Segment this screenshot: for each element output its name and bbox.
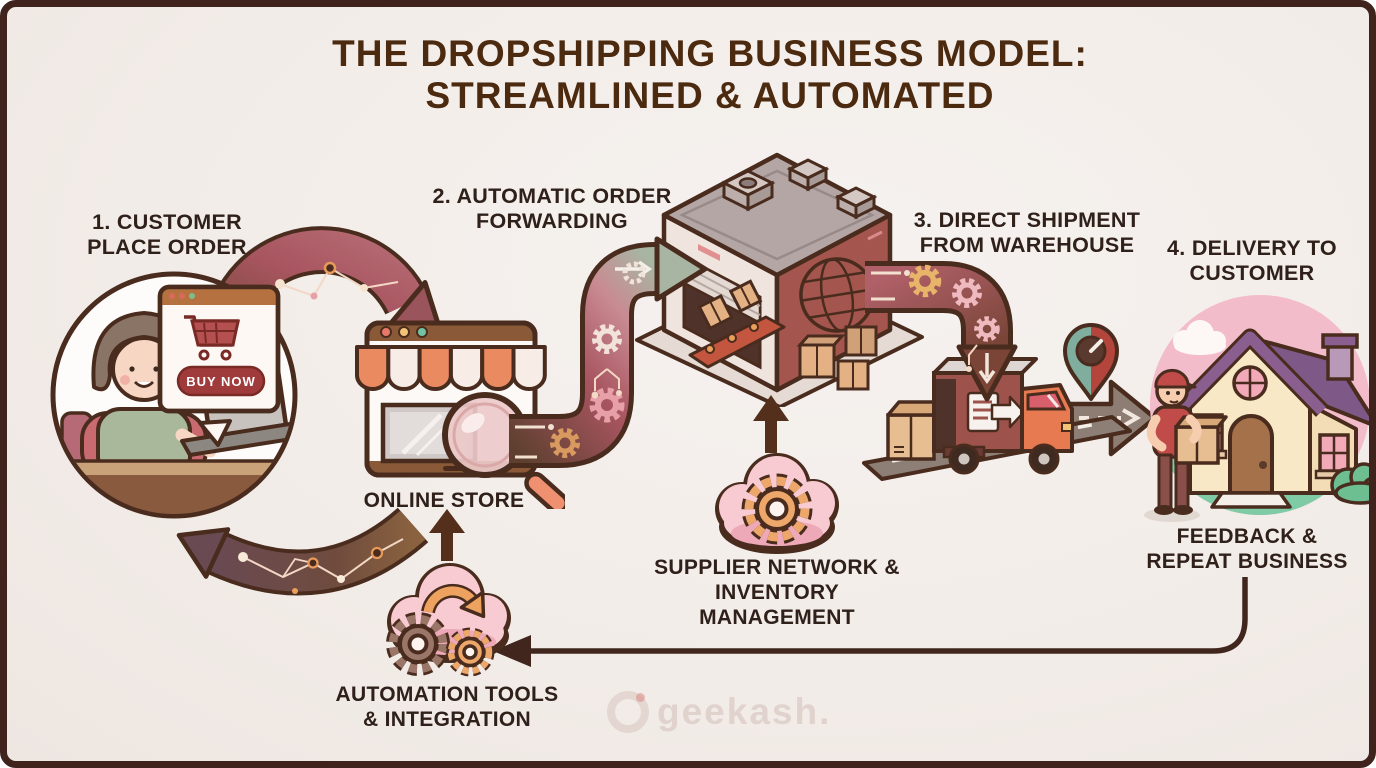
- gear-icon: [741, 473, 813, 545]
- step-3-label: 3. DIRECT SHIPMENT FROM WAREHOUSE: [913, 208, 1141, 257]
- conveyor-belt: [688, 279, 786, 369]
- arrow-supplier-to-warehouse: [753, 395, 789, 453]
- door: [1228, 414, 1274, 495]
- step-1-label: 1. CUSTOMER PLACE ORDER: [87, 210, 247, 259]
- arrow-store-to-warehouse: [509, 236, 708, 468]
- buy-now-button: BUY NOW: [176, 365, 266, 397]
- gear-icon: [622, 261, 646, 285]
- automation-label: AUTOMATION TOOLS & INTEGRATION: [335, 683, 559, 731]
- page-title-line1: THE DROPSHIPPING BUSINESS MODEL:: [332, 33, 1088, 74]
- carried-box: [1174, 415, 1228, 465]
- arrow-automation-to-store: [429, 509, 465, 561]
- buy-now-label: BUY NOW: [186, 374, 256, 389]
- magnifier-icon: [442, 392, 565, 509]
- shopping-cart-icon: [184, 315, 240, 361]
- supplier-label: SUPPLIER NETWORK & INVENTORY MANAGEMENT: [654, 556, 900, 629]
- gear-icon: [550, 428, 580, 458]
- browser-popup: BUY NOW: [157, 284, 281, 447]
- location-pin-icon: [1063, 323, 1119, 401]
- step-2-label: 2. AUTOMATIC ORDER FORWARDING: [432, 184, 672, 233]
- step-4-label: 4. DELIVERY TO CUSTOMER: [1167, 236, 1337, 285]
- gear-icon: [386, 612, 450, 676]
- automation-cloud-gears-icon: [386, 563, 511, 677]
- feedback-label: FEEDBACK & REPEAT BUSINESS: [1146, 525, 1348, 573]
- store-awning: [355, 345, 547, 391]
- watermark-logo-icon: [607, 691, 649, 733]
- gear-icon: [592, 324, 622, 354]
- truck-illustration: [862, 357, 1132, 481]
- roof-boxes: [720, 158, 878, 220]
- online-store-icon: [355, 320, 565, 509]
- gear-icon: [974, 316, 1000, 342]
- shipping-label-icon: [966, 391, 1026, 433]
- arrow-store-to-customer: [176, 507, 429, 596]
- gear-icon: [952, 278, 982, 308]
- arrow-warehouse-to-truck: [865, 261, 1018, 402]
- supplier-cloud-gear-icon: [715, 453, 839, 554]
- cloud-icon: [1173, 320, 1226, 355]
- customer-illustration: BUY NOW: [50, 271, 298, 519]
- feedback-loop-connector: [493, 577, 1248, 667]
- cap: [1154, 368, 1197, 389]
- bush: [1330, 462, 1369, 505]
- online-store-label: ONLINE STORE: [363, 489, 525, 512]
- arrowhead-left: [493, 635, 531, 667]
- house-illustration: [1144, 295, 1369, 522]
- watermark: geekash.: [607, 691, 831, 733]
- gear-icon: [445, 627, 495, 677]
- watermark-text: geekash.: [657, 691, 832, 732]
- page-title-line2: STREAMLINED & AUTOMATED: [425, 75, 995, 116]
- gear-icon: [589, 387, 625, 423]
- sync-arrow-icon: [421, 583, 486, 619]
- delivery-truck-icon: [932, 357, 1074, 475]
- page-title: THE DROPSHIPPING BUSINESS MODEL: STREAML…: [51, 33, 1369, 117]
- gear-icon: [908, 264, 942, 298]
- warehouse-icon: [635, 152, 924, 407]
- side-boxes: [796, 325, 878, 391]
- delivery-person: [1144, 368, 1228, 522]
